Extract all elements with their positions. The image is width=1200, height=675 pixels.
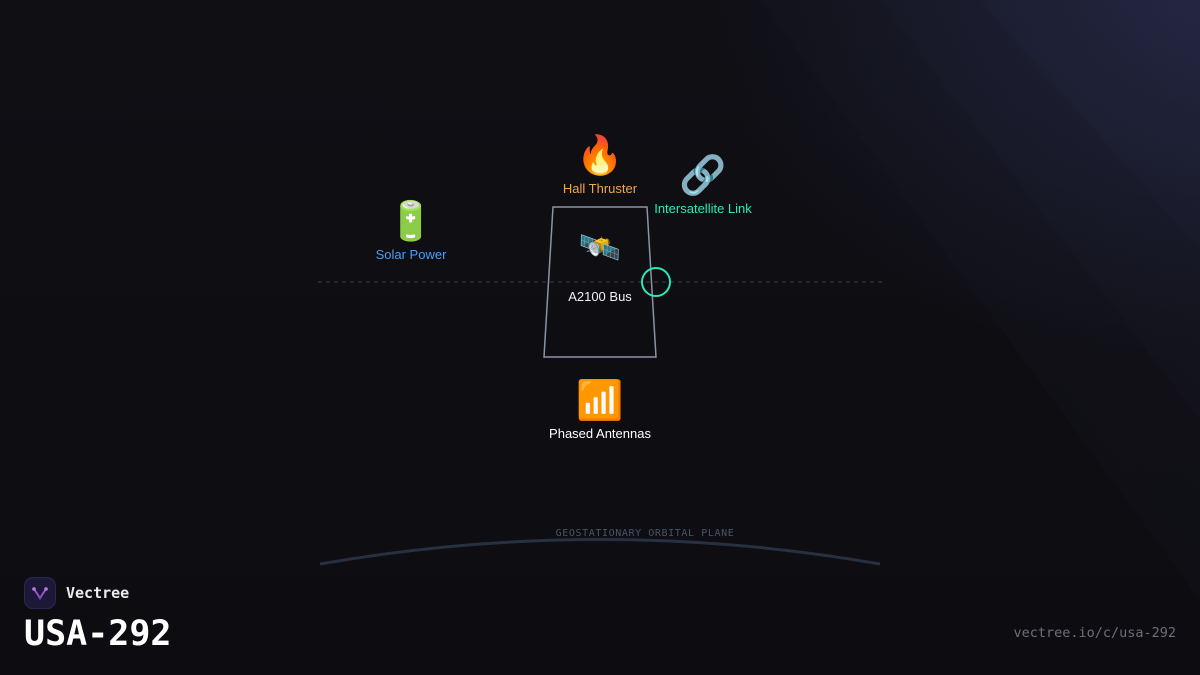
phased-antennas-label: Phased Antennas (549, 426, 651, 441)
solar-power-label: Solar Power (375, 247, 447, 262)
fire-icon: 🔥 (576, 133, 624, 177)
page-url-link[interactable]: vectree.io/c/usa-292 (1013, 625, 1176, 641)
bus-outline (543, 206, 657, 358)
orbital-plane-arc (319, 538, 881, 566)
orbital-plane-label: GEOSTATIONARY ORBITAL PLANE (555, 528, 735, 539)
signal-bars-icon: 📶 (576, 378, 624, 422)
vectree-logo-icon (24, 577, 56, 609)
page-title: USA-292 (24, 614, 172, 654)
hall-thruster-label: Hall Thruster (562, 181, 638, 196)
brand-name: Vectree (66, 584, 130, 602)
link-node-ring[interactable] (641, 267, 671, 297)
brand[interactable]: Vectree (24, 577, 129, 609)
component-intersatellite-link[interactable]: 🔗 Intersatellite Link (654, 153, 752, 216)
battery-icon: 🔋 (387, 199, 435, 243)
bus-label: A2100 Bus (568, 289, 632, 304)
component-solar-power[interactable]: 🔋 Solar Power (376, 199, 447, 262)
link-icon: 🔗 (679, 153, 727, 197)
component-phased-antennas[interactable]: 📶 Phased Antennas (549, 378, 651, 441)
component-hall-thruster[interactable]: 🔥 Hall Thruster (563, 133, 637, 196)
satellite-icon[interactable]: 🛰️ (578, 228, 622, 268)
intersatellite-link-label: Intersatellite Link (654, 201, 752, 216)
